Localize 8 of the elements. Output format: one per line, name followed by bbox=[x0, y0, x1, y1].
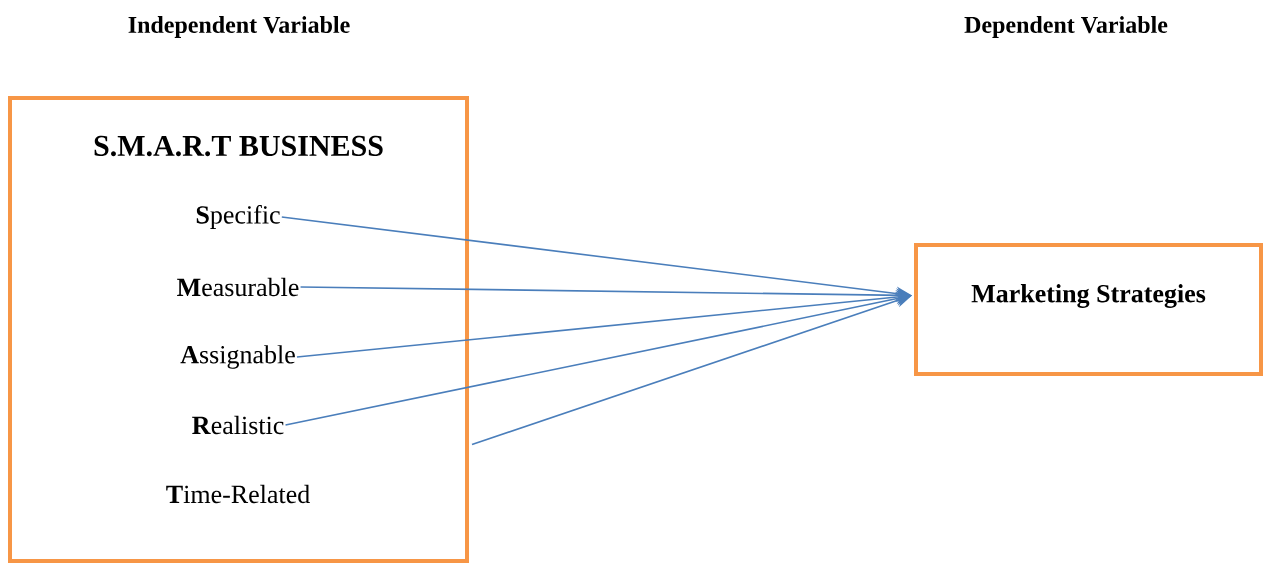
item-label: Time-Related bbox=[166, 484, 310, 504]
column-heading: Independent Variable bbox=[128, 16, 350, 38]
item-label: Measurable bbox=[177, 277, 299, 297]
item-label: Realistic bbox=[192, 415, 284, 435]
process-box: Marketing Strategies bbox=[914, 243, 1263, 376]
column-heading: Dependent Variable bbox=[964, 16, 1168, 38]
item-label: Specific bbox=[196, 205, 280, 229]
item-label: Assignable bbox=[180, 345, 295, 369]
